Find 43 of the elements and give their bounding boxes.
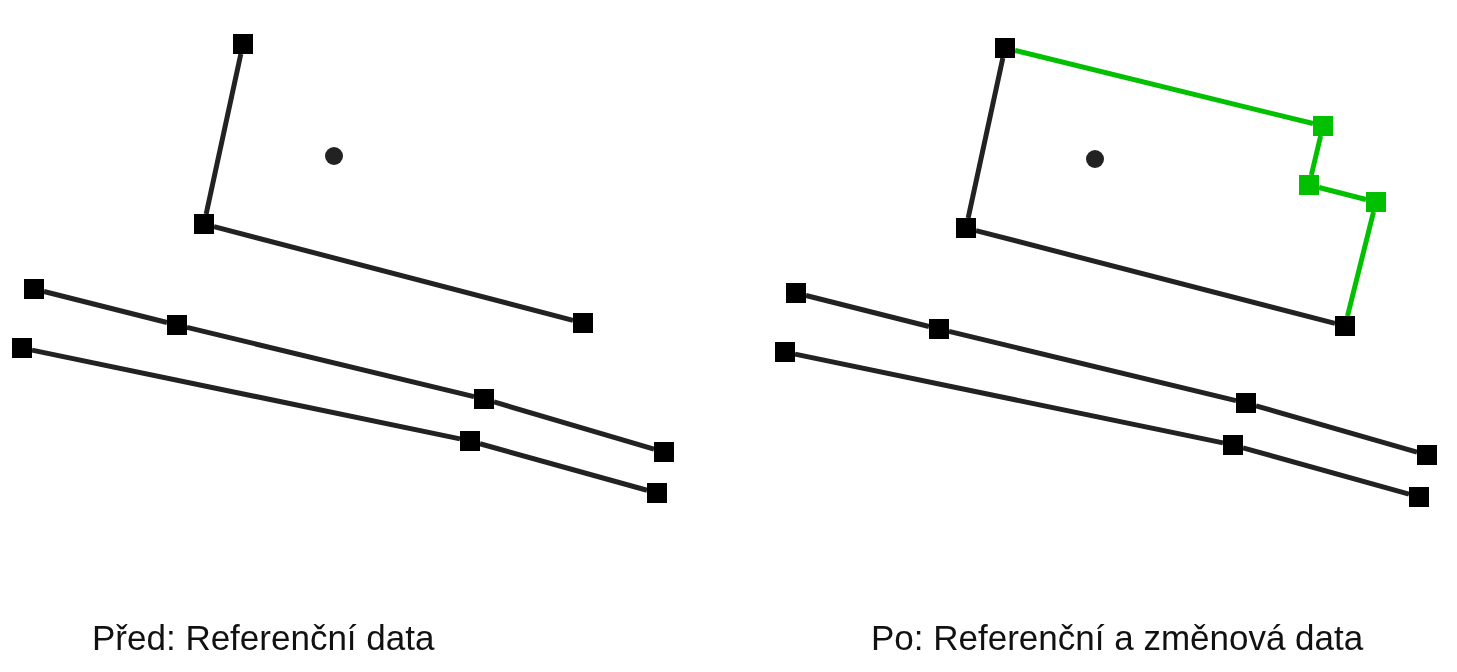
vertex-marker	[194, 214, 214, 234]
vertex-marker	[24, 279, 44, 299]
vertex-marker	[1223, 435, 1243, 455]
panel-caption: Před: Referenční data	[92, 617, 435, 659]
connector-line	[948, 328, 1237, 404]
connector-line	[1308, 135, 1324, 176]
vertex-marker	[1313, 116, 1333, 136]
vertex-marker	[474, 389, 494, 409]
vertex-marker	[167, 315, 187, 335]
connector-line	[186, 324, 475, 400]
connector-line	[203, 53, 244, 215]
vertex-marker	[647, 483, 667, 503]
connector-line	[1255, 403, 1418, 455]
vertex-marker	[775, 342, 795, 362]
vertex-marker	[1299, 175, 1319, 195]
connector-line	[805, 293, 930, 329]
vertex-marker	[460, 431, 480, 451]
connector-line	[965, 57, 1006, 219]
connector-line	[31, 347, 461, 442]
vertex-marker	[1236, 393, 1256, 413]
connector-line	[43, 289, 168, 325]
connector-line	[493, 399, 655, 452]
vertex-marker	[929, 319, 949, 339]
vertex-marker	[233, 34, 253, 54]
vertex-marker	[12, 338, 32, 358]
vertex-marker	[1335, 316, 1355, 336]
vertex-marker	[573, 313, 593, 333]
connector-line	[1014, 48, 1314, 126]
vertex-marker	[956, 218, 976, 238]
connector-line	[213, 224, 574, 323]
connector-line	[1318, 185, 1367, 202]
connector-line	[479, 441, 648, 493]
connector-line	[1242, 445, 1410, 497]
connector-line	[1345, 211, 1376, 317]
vertex-marker	[1366, 192, 1386, 212]
connector-line	[975, 228, 1336, 326]
vertex-marker	[1417, 445, 1437, 465]
vertex-marker	[786, 283, 806, 303]
panel-caption: Po: Referenční a změnová data	[871, 617, 1364, 659]
vertex-marker	[1409, 487, 1429, 507]
vertex-marker	[654, 442, 674, 462]
vertex-marker	[995, 38, 1015, 58]
connector-line	[794, 351, 1224, 446]
